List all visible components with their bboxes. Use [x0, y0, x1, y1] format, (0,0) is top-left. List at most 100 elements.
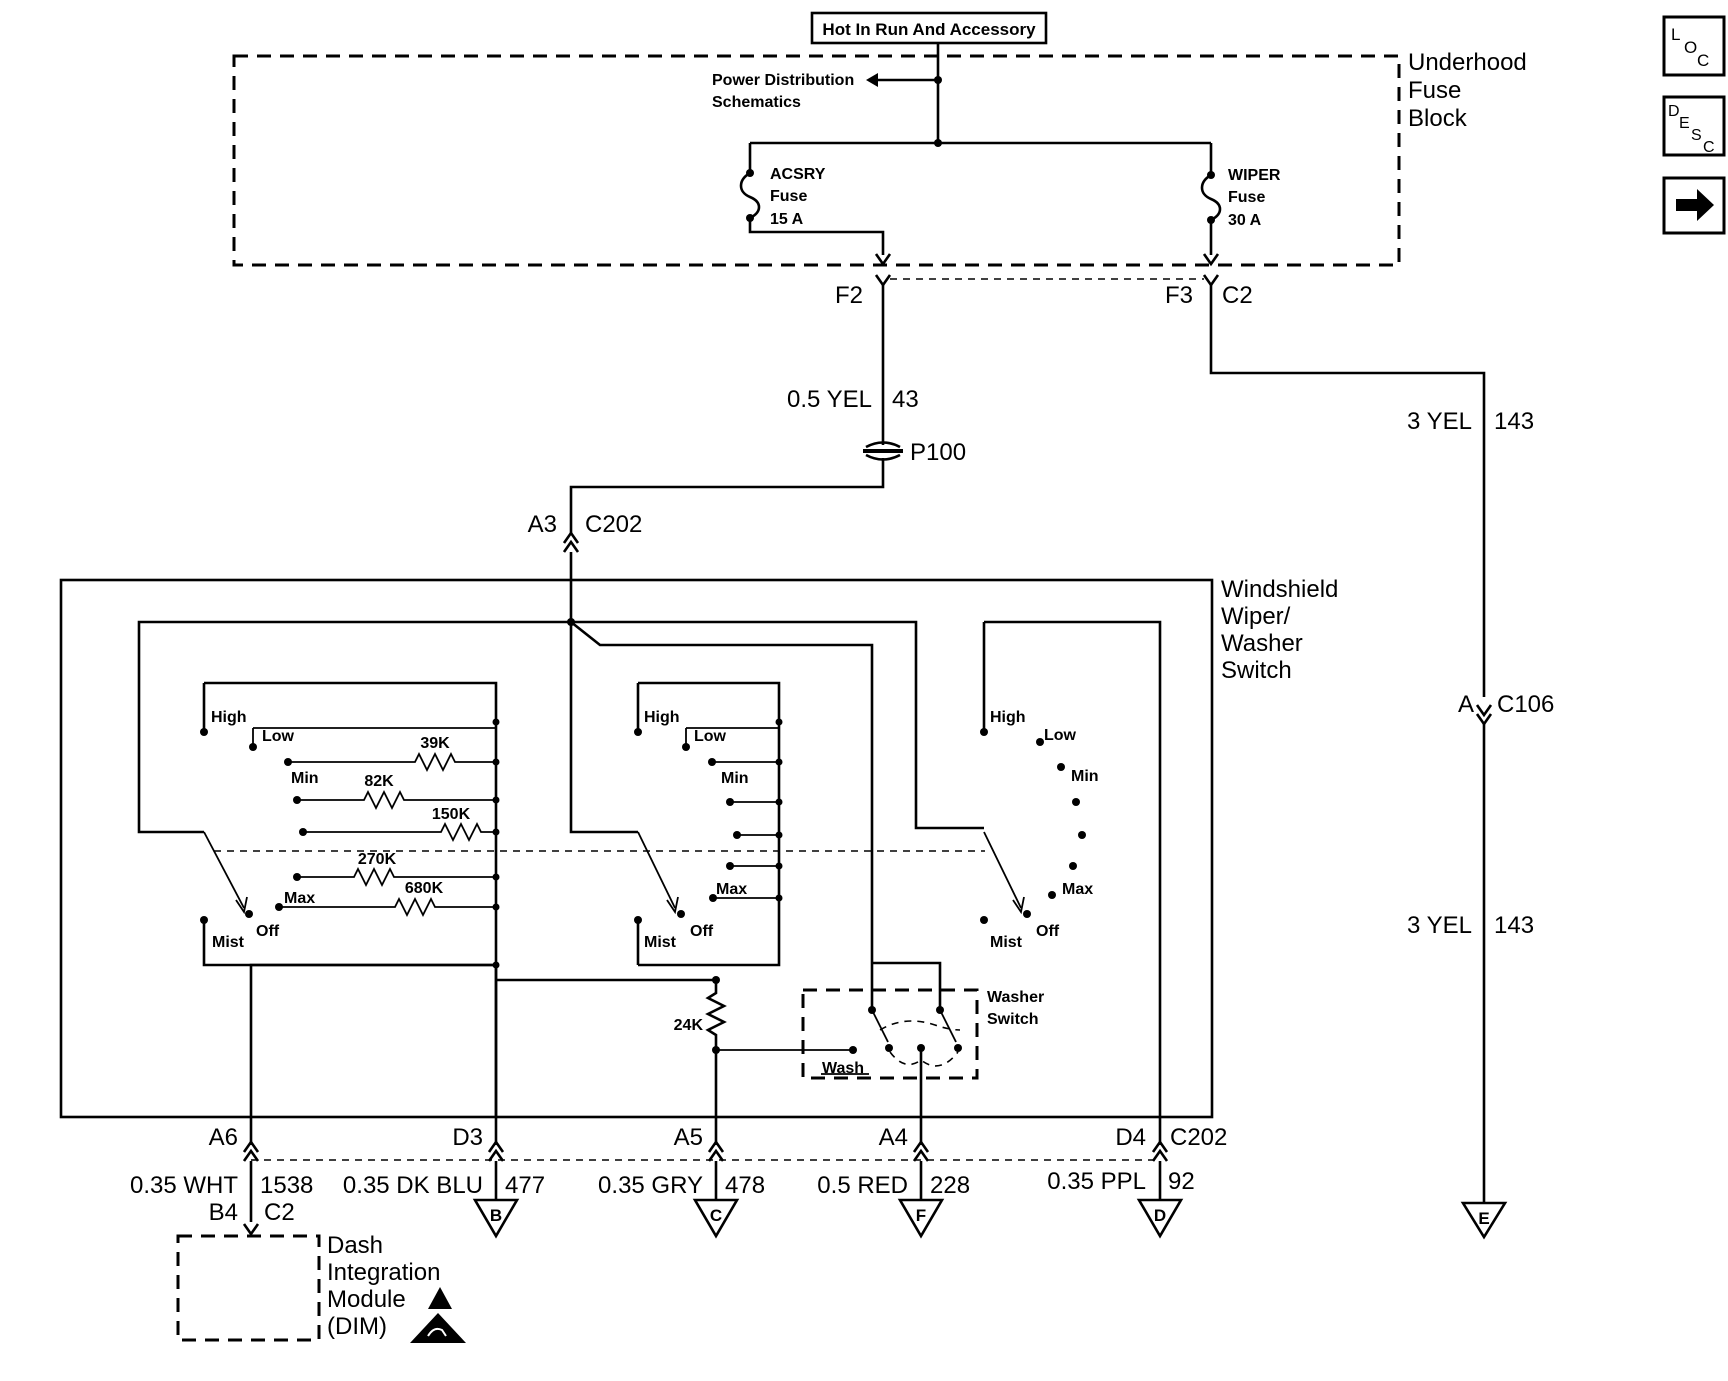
- wire-dkblu-477-circuit: 477: [505, 1172, 545, 1199]
- switch-name-2: Wiper/: [1221, 603, 1291, 630]
- mid-pos-off: Off: [690, 923, 714, 940]
- connector-a5: A5: [674, 1124, 703, 1151]
- desc-e: E: [1679, 115, 1690, 132]
- switch-section-left: High Low Min 39K 82K 150K 270K Max 680K …: [200, 681, 500, 1117]
- connector-c202-top: C202: [585, 511, 642, 538]
- resistor-150k: [303, 821, 496, 843]
- connector-c2-top: C2: [1222, 282, 1253, 309]
- fuse-block-name-2: Fuse: [1408, 77, 1461, 104]
- svg-text:C: C: [710, 1206, 722, 1225]
- resistor-24k: [705, 980, 727, 1145]
- ground-c: C: [692, 1198, 740, 1239]
- resistor-82k-label: 82K: [364, 773, 394, 790]
- connector-a3: A3: [528, 511, 557, 538]
- fuse-block-outline: [232, 54, 1401, 267]
- right-pos-off: Off: [1036, 923, 1060, 940]
- right-pos-max: Max: [1062, 881, 1093, 898]
- wiper-fuse-label-2: Fuse: [1228, 189, 1265, 206]
- svg-text:B: B: [490, 1206, 502, 1225]
- wire-yel-143-bottom-circuit: 143: [1494, 912, 1534, 939]
- wire-dkblu-477-color: 0.35 DK BLU: [343, 1172, 483, 1199]
- wire-red-228-color: 0.5 RED: [817, 1172, 908, 1199]
- desc-button[interactable]: D E S C: [1662, 95, 1726, 157]
- desc-c: C: [1703, 139, 1715, 156]
- ground-d: D: [1136, 1198, 1184, 1239]
- resistor-39k: [288, 751, 496, 773]
- fuse-block-name-3: Block: [1408, 105, 1468, 132]
- wire-ppl-92-circuit: 92: [1168, 1168, 1195, 1195]
- next-button[interactable]: [1662, 176, 1726, 235]
- switch-name-4: Switch: [1221, 657, 1292, 684]
- right-pos-low: Low: [1044, 727, 1077, 744]
- washer-switch-label-1: Washer: [987, 989, 1044, 1006]
- desc-s: S: [1691, 127, 1702, 144]
- resistor-150k-label: 150K: [432, 806, 471, 823]
- connector-c106: C106: [1497, 691, 1554, 718]
- wire-wht-1538-color: 0.35 WHT: [130, 1172, 238, 1199]
- resistor-270k: [297, 866, 496, 888]
- switch-section-right: High Low Min Max Off Mist: [980, 622, 1099, 951]
- wire-yel-43-circuit: 43: [892, 386, 919, 413]
- splice-p100-label: P100: [910, 439, 966, 466]
- ground-e: E: [1460, 1201, 1508, 1240]
- resistor-680k-label: 680K: [405, 880, 444, 897]
- svg-text:E: E: [1478, 1209, 1489, 1228]
- left-pos-mist: Mist: [212, 934, 245, 951]
- wire-ppl-92-color: 0.35 PPL: [1047, 1168, 1146, 1195]
- splice-p100: [863, 441, 903, 461]
- washer-switch: Washer Switch Wash: [801, 961, 1044, 1145]
- dim-name-1: Dash: [327, 1232, 383, 1259]
- mid-pos-low: Low: [694, 728, 727, 745]
- wash-label: Wash: [822, 1060, 864, 1077]
- resistor-39k-label: 39K: [420, 735, 450, 752]
- arrow-left-icon: [866, 73, 878, 87]
- wire-gry-478-circuit: 478: [725, 1172, 765, 1199]
- wiper-fuse-symbol: [1200, 143, 1222, 255]
- right-pos-high: High: [990, 709, 1026, 726]
- resistor-82k: [297, 789, 496, 811]
- svg-text:F: F: [916, 1206, 926, 1225]
- resistor-680k: [279, 896, 496, 918]
- switch-name-3: Washer: [1221, 630, 1303, 657]
- mid-pos-high: High: [644, 709, 680, 726]
- dim-module: Dash Integration Module (DIM): [176, 1232, 466, 1343]
- connector-c202-bottom: C202: [1170, 1124, 1227, 1151]
- ground-b: B: [472, 1198, 520, 1239]
- acsry-fuse-symbol: [739, 143, 885, 255]
- power-ref-2: Schematics: [712, 94, 801, 111]
- loc-l: L: [1671, 25, 1680, 44]
- esd-warning-icon: [428, 1287, 452, 1309]
- switch-name-1: Windshield: [1221, 576, 1338, 603]
- wire-red-228-circuit: 228: [930, 1172, 970, 1199]
- title-box: Hot In Run And Accessory: [810, 11, 1048, 45]
- connector-row-bottom: [242, 1139, 1169, 1162]
- arrow-right-icon: [1676, 189, 1714, 221]
- right-pos-mist: Mist: [990, 934, 1023, 951]
- wire-yel-143-bottom-color: 3 YEL: [1407, 912, 1472, 939]
- wiper-fuse-label-3: 30 A: [1228, 212, 1262, 229]
- left-pos-off: Off: [256, 923, 280, 940]
- acsry-fuse-label-1: ACSRY: [770, 166, 826, 183]
- left-pos-max: Max: [284, 890, 315, 907]
- acsry-fuse-label-2: Fuse: [770, 188, 807, 205]
- connector-d4: D4: [1115, 1124, 1146, 1151]
- ground-f: F: [897, 1198, 945, 1239]
- loc-button[interactable]: L O C: [1662, 15, 1726, 77]
- dim-name-3: Module: [327, 1286, 406, 1313]
- esd-sensitive-icon: [410, 1313, 466, 1343]
- washer-switch-label-2: Switch: [987, 1011, 1039, 1028]
- mid-pos-min: Min: [721, 770, 749, 787]
- resistor-270k-label: 270K: [358, 851, 397, 868]
- dim-name-4: (DIM): [327, 1313, 387, 1340]
- svg-text:D: D: [1154, 1206, 1166, 1225]
- left-pos-low: Low: [262, 728, 295, 745]
- left-pos-high: High: [211, 709, 247, 726]
- fuse-block-name-1: Underhood: [1408, 49, 1527, 76]
- wiper-fuse-label-1: WIPER: [1228, 167, 1281, 184]
- connector-a6: A6: [209, 1124, 238, 1151]
- left-pos-min: Min: [291, 770, 319, 787]
- loc-c: C: [1697, 51, 1709, 70]
- connector-f2: F2: [835, 282, 863, 309]
- wire-yel-143-top-color: 3 YEL: [1407, 408, 1472, 435]
